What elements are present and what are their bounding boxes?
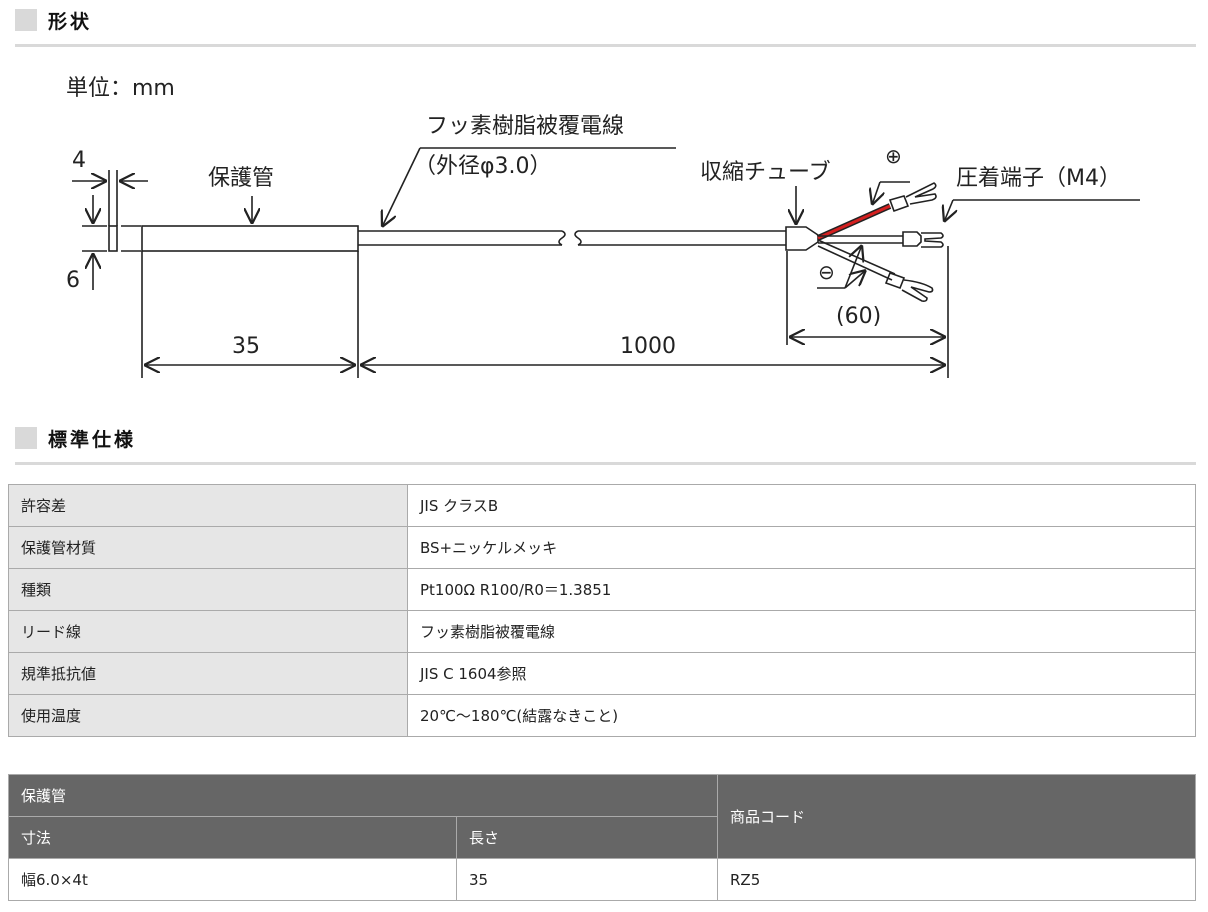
crimp-terminal-label: 圧着端子（M4） — [956, 166, 1121, 191]
spec-key: 種類 — [8, 568, 408, 611]
protection-tube-label: 保護管 — [208, 166, 275, 191]
section-divider — [15, 44, 1196, 47]
lead-wire-diameter-label: （外径φ3.0） — [414, 154, 552, 179]
minus-icon: ⊖ — [818, 260, 835, 284]
sensor-drawing — [72, 147, 1140, 378]
unit-label: 単位：mm — [66, 76, 175, 101]
header-row: 保護管 商品コード — [8, 774, 1196, 859]
section-marker — [15, 427, 37, 449]
spec-value: 20℃～180℃(結露なきこと) — [407, 694, 1196, 737]
dimension-diagram: 単位：mm 4 6 保護管 フッ素樹脂被覆電線 （外径φ3.0） 収縮チューブ … — [0, 60, 1208, 400]
plus-icon: ⊕ — [885, 144, 902, 168]
tube-length-dimension: 35 — [232, 334, 260, 359]
cell-size: 幅6.0×4t — [8, 858, 457, 901]
spec-key: リード線 — [8, 610, 408, 653]
header-row: 寸法 長さ — [8, 816, 1196, 859]
header-size: 寸法 — [8, 816, 457, 859]
spec-key: 保護管材質 — [8, 526, 408, 569]
spec-key: 使用温度 — [8, 694, 408, 737]
section-title: 形状 — [48, 11, 93, 33]
section-title: 標準仕様 — [48, 429, 137, 451]
product-table: 保護管 商品コード 寸法 長さ 幅6.0×4t 35 RZ5 — [8, 774, 1196, 901]
thickness-dimension: 4 — [72, 148, 86, 173]
table-row: 使用温度 20℃～180℃(結露なきこと) — [8, 694, 1196, 737]
table-row: 幅6.0×4t 35 RZ5 — [8, 858, 1196, 901]
spec-value: Pt100Ω R100/R0＝1.3851 — [407, 568, 1196, 611]
header-protection-tube: 保護管 — [8, 774, 718, 817]
header-product-code: 商品コード — [717, 774, 1196, 859]
lead-length-dimension: 1000 — [620, 334, 676, 359]
cell-product-code: RZ5 — [717, 858, 1196, 901]
cell-length: 35 — [456, 858, 718, 901]
spec-table: 許容差 JIS クラスB 保護管材質 BS+ニッケルメッキ 種類 Pt100Ω … — [8, 484, 1196, 737]
spec-value: JIS クラスB — [407, 484, 1196, 527]
spec-value: JIS C 1604参照 — [407, 652, 1196, 695]
table-row: 規準抵抗値 JIS C 1604参照 — [8, 652, 1196, 695]
lead-wire-label: フッ素樹脂被覆電線 — [426, 114, 625, 139]
width-dimension: 6 — [66, 268, 80, 293]
table-row: 許容差 JIS クラスB — [8, 484, 1196, 527]
shrink-tube-label: 収縮チューブ — [700, 160, 831, 185]
terminal-length-dimension: (60) — [836, 304, 882, 329]
table-row: 種類 Pt100Ω R100/R0＝1.3851 — [8, 568, 1196, 611]
table-row: リード線 フッ素樹脂被覆電線 — [8, 610, 1196, 653]
table-row: 保護管材質 BS+ニッケルメッキ — [8, 526, 1196, 569]
spec-value: フッ素樹脂被覆電線 — [407, 610, 1196, 653]
header-length: 長さ — [456, 816, 718, 859]
spec-key: 許容差 — [8, 484, 408, 527]
section-divider — [15, 462, 1196, 465]
spec-value: BS+ニッケルメッキ — [407, 526, 1196, 569]
section-marker — [15, 9, 37, 31]
spec-key: 規準抵抗値 — [8, 652, 408, 695]
